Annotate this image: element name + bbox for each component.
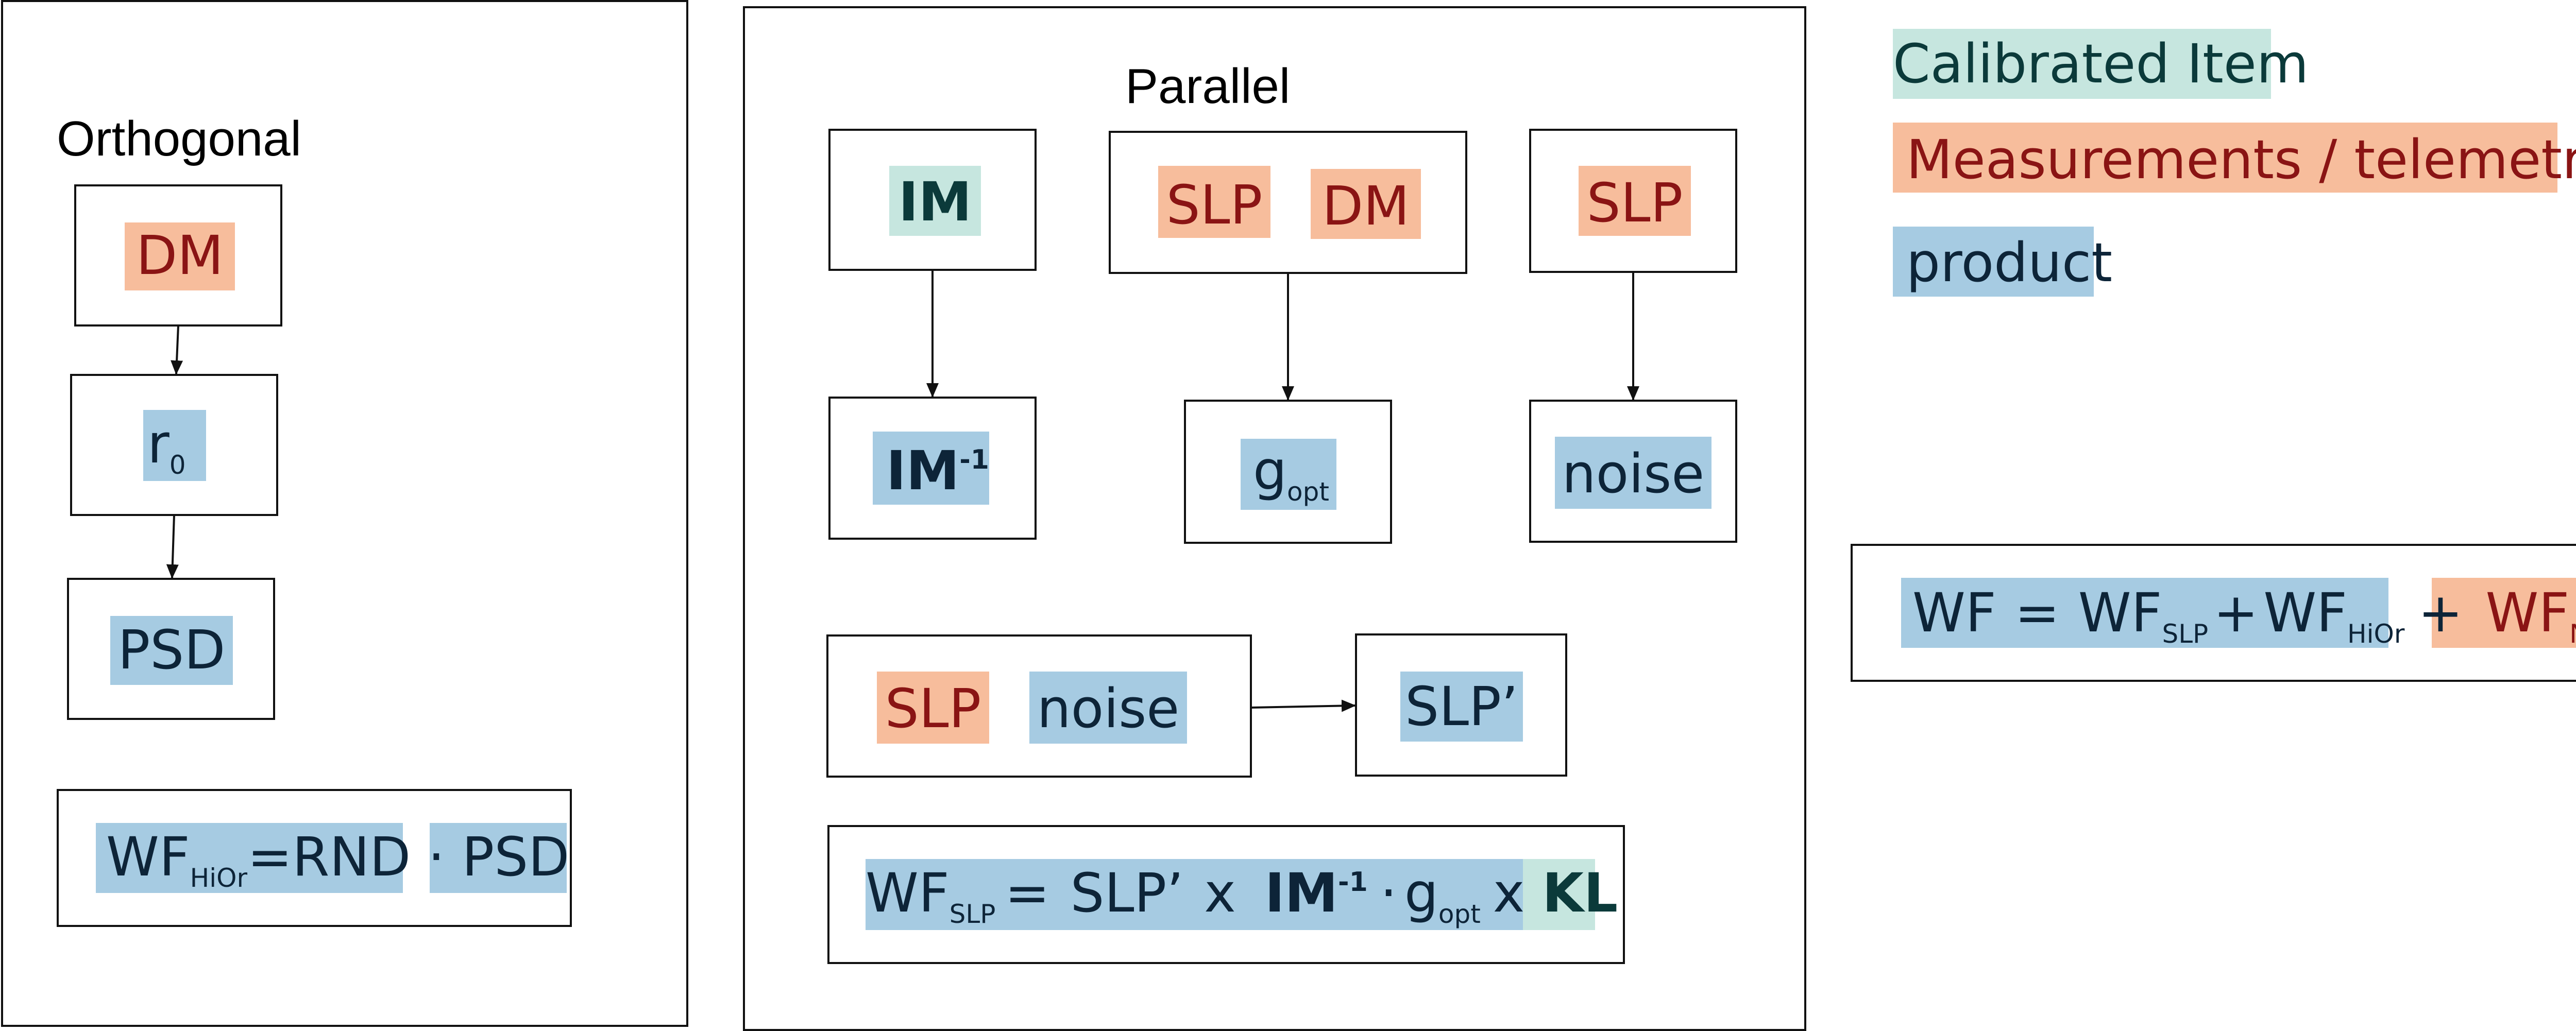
slp-formula-highlight [866,859,1523,930]
hior-rest: =RND · [247,826,462,888]
slp-formula-g-subscript: opt [1438,899,1481,929]
dm2-label: DM [1322,175,1410,237]
hior-wf-subscript: HiOr [190,863,248,893]
slp3-label: SLP [885,677,981,740]
dm2-highlight [1311,169,1421,239]
arrow-dm-to-r0 [171,325,183,375]
r0-subscript: 0 [170,450,186,480]
legend-measurement-swatch [1893,123,2557,193]
total-wf-slp-subscript: SLP [2162,619,2208,649]
slp-prime-highlight [1400,672,1523,742]
hior-formula: WFHiOr=RND · PSD [106,826,569,893]
slp3-highlight [877,672,989,744]
hior-psd: PSD [462,826,570,888]
legend-calibrated-label: Calibrated Item [1893,32,2309,95]
slp-formula-im: IM [1265,862,1338,924]
slp-prime-label: SLP’ [1405,675,1518,738]
im-inv-label: IM-1 [886,439,989,502]
gopt-label: gopt [1253,439,1329,507]
slp2-label: SLP [1587,171,1683,234]
parallel-title: Parallel [1125,59,1290,114]
r0-highlight [143,410,206,481]
gopt-subscript: opt [1287,477,1329,507]
orthogonal-title: Orthogonal [57,111,301,166]
legend-product-swatch [1893,227,2094,297]
total-wf-ncpa-subscript: NCPA [2569,619,2576,649]
im-inv-superscript: -1 [959,444,989,475]
total-formula-highlight-ncpa [2432,578,2576,648]
noise2-label: noise [1037,677,1180,740]
r0-base: r [147,413,170,475]
total-plus1: + [2213,581,2258,644]
psd-label: PSD [118,618,226,681]
total-eq: = [2015,581,2060,644]
dm-label: DM [136,224,224,287]
total-wf-hior: WF [2263,581,2347,644]
im-label: IM [899,170,972,233]
im-inv-highlight [873,432,989,505]
total-formula-highlight-product [1901,578,2388,648]
slp-formula-x2: x [1493,862,1525,924]
slp2-highlight [1579,166,1691,236]
hior-formula-highlight-psd [430,823,567,893]
slp-formula-wf-subscript: SLP [950,899,996,929]
total-wf: WF [1912,581,1996,644]
gopt-base: g [1253,439,1287,502]
hior-formula-highlight-left [96,823,403,893]
arrow-slp-noise-to-slp-prime [1250,699,1356,712]
legend-measurement-label: Measurements / telemetry [1906,128,2576,191]
legend-product-label: product [1906,231,2112,294]
legend-calibrated-swatch [1893,29,2271,99]
slp-formula-dot: · [1380,862,1397,924]
total-wf-ncpa: WF [2486,581,2570,644]
slp-formula-x1: x [1204,862,1236,924]
dm-highlight [125,222,235,290]
slp-formula-eq: = [1005,862,1049,924]
psd-highlight [110,616,233,685]
slp-formula-kl-highlight [1523,859,1595,930]
noise-label: noise [1562,442,1705,505]
total-wf-slp: WF [2078,581,2162,644]
slp-formula-g: g [1404,862,1438,924]
im-highlight [889,166,981,236]
slp-formula-kl: KL [1542,862,1618,924]
total-plus2: + [2418,581,2463,644]
arrow-r0-to-psd [166,514,179,579]
noise-highlight [1555,437,1711,509]
slp-formula-wf: WF [866,862,950,924]
slp-formula-slp-prime: SLP’ [1071,862,1184,924]
im-inv-base: IM [886,439,959,502]
slp-formula-im-superscript: -1 [1338,867,1368,898]
hior-wf: WF [106,826,190,888]
r0-label: r0 [147,413,186,480]
noise2-highlight [1029,672,1187,744]
slp1-label: SLP [1166,174,1263,236]
total-wf-hior-subscript: HiOr [2347,619,2405,649]
total-formula: WF=WFSLP+WFHiOr+WFNCPA [1912,581,2576,649]
slp1-highlight [1158,166,1270,238]
gopt-highlight [1241,439,1336,510]
